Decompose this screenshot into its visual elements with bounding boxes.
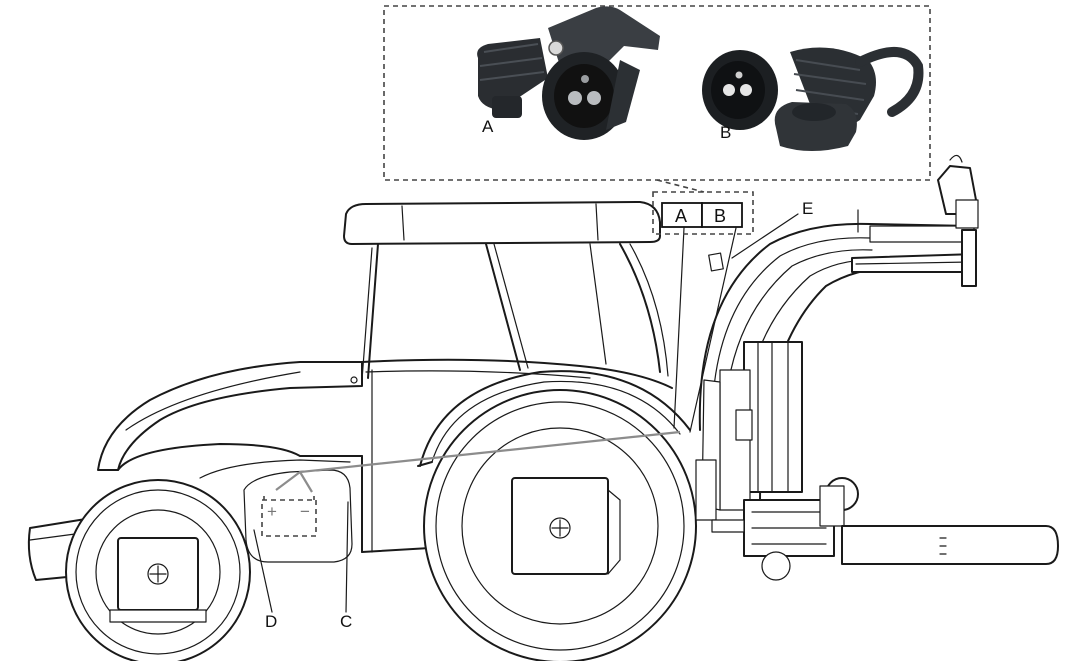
rear-wheel (423, 389, 697, 661)
callout-d-leader (253, 529, 273, 613)
callout-c-leader (345, 501, 349, 613)
module-e (708, 252, 724, 272)
callout-c-label: C (340, 612, 352, 631)
plug-b-image (702, 46, 924, 151)
connector-box-b-label: B (714, 206, 726, 226)
wire-a (673, 227, 685, 429)
callout-e-label: E (802, 199, 813, 218)
connector-box-b (701, 202, 743, 228)
battery (261, 499, 317, 537)
connector-box-group (652, 191, 754, 235)
connector-inset: A B (383, 5, 931, 181)
wire-b (689, 227, 737, 433)
battery-minus-symbol: − (300, 502, 310, 521)
socket-a-label: A (482, 117, 494, 136)
callout-e-leader (731, 213, 799, 259)
front-wheel (65, 479, 251, 661)
inset-pointer-line (656, 179, 705, 193)
connector-box-a (661, 202, 703, 228)
plug-b-label: B (720, 123, 731, 142)
socket-a-image (477, 6, 660, 140)
loader-attachment (695, 154, 1059, 581)
harness-to-battery-minus (299, 471, 313, 493)
connector-box-a-label: A (675, 206, 687, 226)
wiring: A B + − (253, 191, 799, 613)
callout-d-label: D (265, 612, 277, 631)
battery-plus-symbol: + (267, 502, 277, 521)
tractor-drawing (27, 201, 697, 661)
